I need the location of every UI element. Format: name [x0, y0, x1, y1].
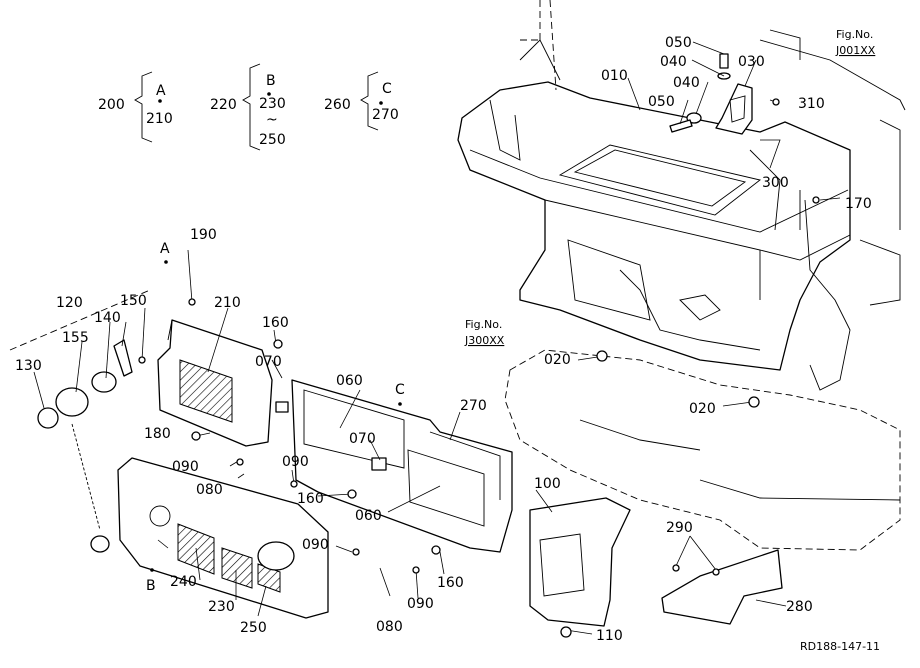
- callout-130: 130: [15, 358, 42, 374]
- group-item-230: 230: [259, 96, 286, 112]
- plate-assembly-a: [157, 319, 273, 447]
- callout-110: 110: [596, 628, 623, 644]
- callout-090-a: 090: [172, 459, 199, 475]
- assembly-letter-c: C: [395, 382, 405, 398]
- key-switch-assembly: [9, 289, 151, 553]
- callout-060-b: 060: [355, 508, 382, 524]
- group-set-220: 220: [210, 97, 237, 113]
- callout-300: 300: [762, 175, 789, 191]
- callout-250: 250: [240, 620, 267, 636]
- bolt-050-top: [719, 53, 729, 69]
- callout-labels: 010 020 020 030 040 040 050 050 060 060 …: [15, 35, 872, 644]
- side-plate-100: [529, 497, 631, 627]
- group-range-mark: ~: [266, 112, 278, 128]
- callout-155: 155: [62, 330, 89, 346]
- fig-ref-code-2: J300XX: [464, 334, 505, 347]
- callout-100: 100: [534, 476, 561, 492]
- callout-150: 150: [120, 293, 147, 309]
- callout-010: 010: [601, 68, 628, 84]
- callout-080-a: 080: [196, 482, 223, 498]
- callout-280: 280: [786, 599, 813, 615]
- callout-070-a: 070: [255, 354, 282, 370]
- drawing-code: RD188-147-11: [800, 640, 880, 653]
- callout-040-a: 040: [660, 54, 687, 70]
- callout-240: 240: [170, 574, 197, 590]
- callout-190: 190: [190, 227, 217, 243]
- group-brackets: [134, 63, 383, 151]
- callout-020-a: 020: [544, 352, 571, 368]
- assembly-letter-a: A: [160, 241, 170, 257]
- callout-020-b: 020: [689, 401, 716, 417]
- callout-090-c: 090: [302, 537, 329, 553]
- group-sub-b: B: [266, 73, 276, 89]
- callout-140: 140: [94, 310, 121, 326]
- group-item-210: 210: [146, 111, 173, 127]
- callout-180: 180: [144, 426, 171, 442]
- callout-270: 270: [460, 398, 487, 414]
- callout-160-c: 160: [437, 575, 464, 591]
- callout-080-b: 080: [376, 619, 403, 635]
- bolt-050-side: [669, 119, 693, 133]
- cover-280: [661, 549, 783, 625]
- group-sub-c: C: [382, 81, 392, 97]
- callout-160-a: 160: [262, 315, 289, 331]
- callout-230: 230: [208, 599, 235, 615]
- callout-290: 290: [666, 520, 693, 536]
- group-sub-a: A: [156, 83, 166, 99]
- callout-310: 310: [798, 96, 825, 112]
- group-item-250: 250: [259, 132, 286, 148]
- assembly-letter-b: B: [146, 578, 156, 594]
- callout-210: 210: [214, 295, 241, 311]
- group-item-270: 270: [372, 107, 399, 123]
- callout-090-d: 090: [407, 596, 434, 612]
- floor-plate-outline: [504, 349, 901, 551]
- callout-040-b: 040: [673, 75, 700, 91]
- callout-030: 030: [738, 54, 765, 70]
- fig-ref-code-1: J001XX: [835, 44, 876, 57]
- fasteners: [138, 98, 820, 638]
- group-set-260: 260: [324, 97, 351, 113]
- callout-090-b: 090: [282, 454, 309, 470]
- leader-lines: [33, 41, 841, 635]
- callout-160-b: 160: [297, 491, 324, 507]
- front-cover-b: [117, 457, 329, 619]
- fig-ref-prefix-1: Fig.No.: [836, 28, 873, 41]
- callout-060-a: 060: [336, 373, 363, 389]
- bracket-030: [715, 83, 753, 135]
- main-frame-010: [457, 0, 901, 391]
- group-set-200: 200: [98, 97, 125, 113]
- callout-050-b: 050: [648, 94, 675, 110]
- callout-050-a: 050: [665, 35, 692, 51]
- callout-120: 120: [56, 295, 83, 311]
- fig-ref-prefix-2: Fig.No.: [465, 318, 502, 331]
- callout-170: 170: [845, 196, 872, 212]
- panel-assembly-c: [275, 379, 513, 553]
- callout-070-b: 070: [349, 431, 376, 447]
